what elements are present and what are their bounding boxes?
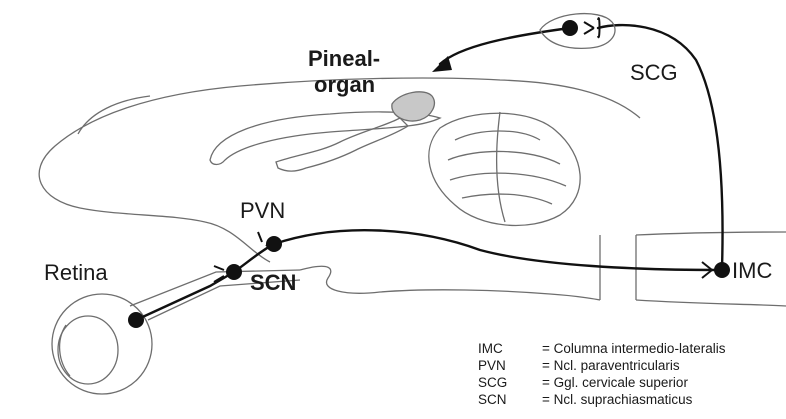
retina-label: Retina xyxy=(44,260,108,285)
legend-abbr: PVN xyxy=(478,358,506,373)
pineal-organ-shape xyxy=(392,92,435,121)
legend-desc: = Ncl. paraventricularis xyxy=(542,358,680,373)
scn-label: SCN xyxy=(250,270,296,295)
legend-abbr: SCN xyxy=(478,392,507,407)
imc-neuron-dot xyxy=(714,262,730,278)
scg-label: SCG xyxy=(630,60,678,85)
scg-neuron-dot xyxy=(562,20,578,36)
eye-outline xyxy=(52,294,152,394)
legend-desc: = Ggl. cervicale superior xyxy=(542,375,688,390)
pineal-label-line1: Pineal- xyxy=(308,46,380,71)
legend-abbr: IMC xyxy=(478,341,503,356)
legend-desc: = Columna intermedio-lateralis xyxy=(542,341,726,356)
pvn-neuron-dot xyxy=(266,236,282,252)
legend: IMC = Columna intermedio-lateralis PVN =… xyxy=(478,341,726,407)
legend-abbr: SCG xyxy=(478,375,507,390)
imc-label: IMC xyxy=(732,258,772,283)
scn-neuron-dot xyxy=(226,264,242,280)
synapse-markers xyxy=(214,18,712,282)
legend-desc: = Ncl. suprachiasmaticus xyxy=(542,392,693,407)
pvn-label: PVN xyxy=(240,198,285,223)
cerebellum-outline xyxy=(429,112,580,225)
pineal-label-line2: organ xyxy=(314,72,375,97)
retina-neuron-dot xyxy=(128,312,144,328)
